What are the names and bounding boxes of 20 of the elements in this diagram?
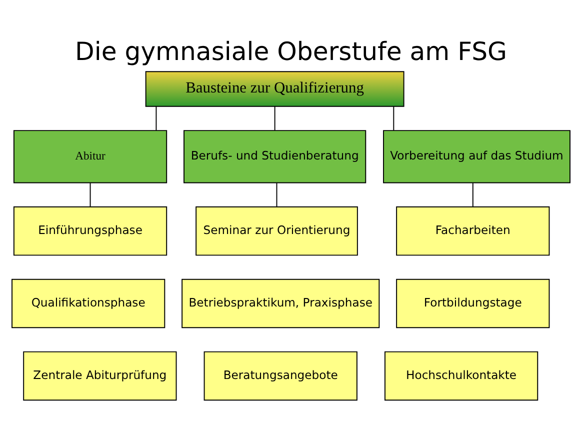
node-box: Betriebspraktikum, Praxisphase (182, 278, 380, 328)
node-box: Einführungsphase (13, 206, 168, 256)
connector (156, 105, 157, 130)
node-box: Abitur (13, 130, 168, 183)
diagram-title: Die gymnasiale Oberstufe am FSG (75, 36, 507, 66)
node-box: Qualifikationsphase (12, 278, 166, 328)
connector (472, 182, 474, 207)
node-box: Fortbildungstage (396, 278, 550, 328)
node-box: Facharbeiten (396, 206, 550, 256)
connector (274, 105, 276, 130)
connector (276, 182, 278, 207)
node-box: Hochschulkontakte (384, 350, 538, 400)
node-box: Beratungsangebote (204, 350, 358, 400)
node-box: Vorbereitung auf das Studium (383, 130, 570, 183)
connector (90, 182, 91, 207)
node-box: Bausteine zur Qualifizierung (145, 70, 404, 106)
node-box: Berufs- und Studienberatung (184, 130, 366, 183)
node-box: Seminar zur Orientierung (196, 206, 358, 256)
connector (393, 105, 394, 130)
node-box: Zentrale Abiturprüfung (23, 350, 177, 400)
